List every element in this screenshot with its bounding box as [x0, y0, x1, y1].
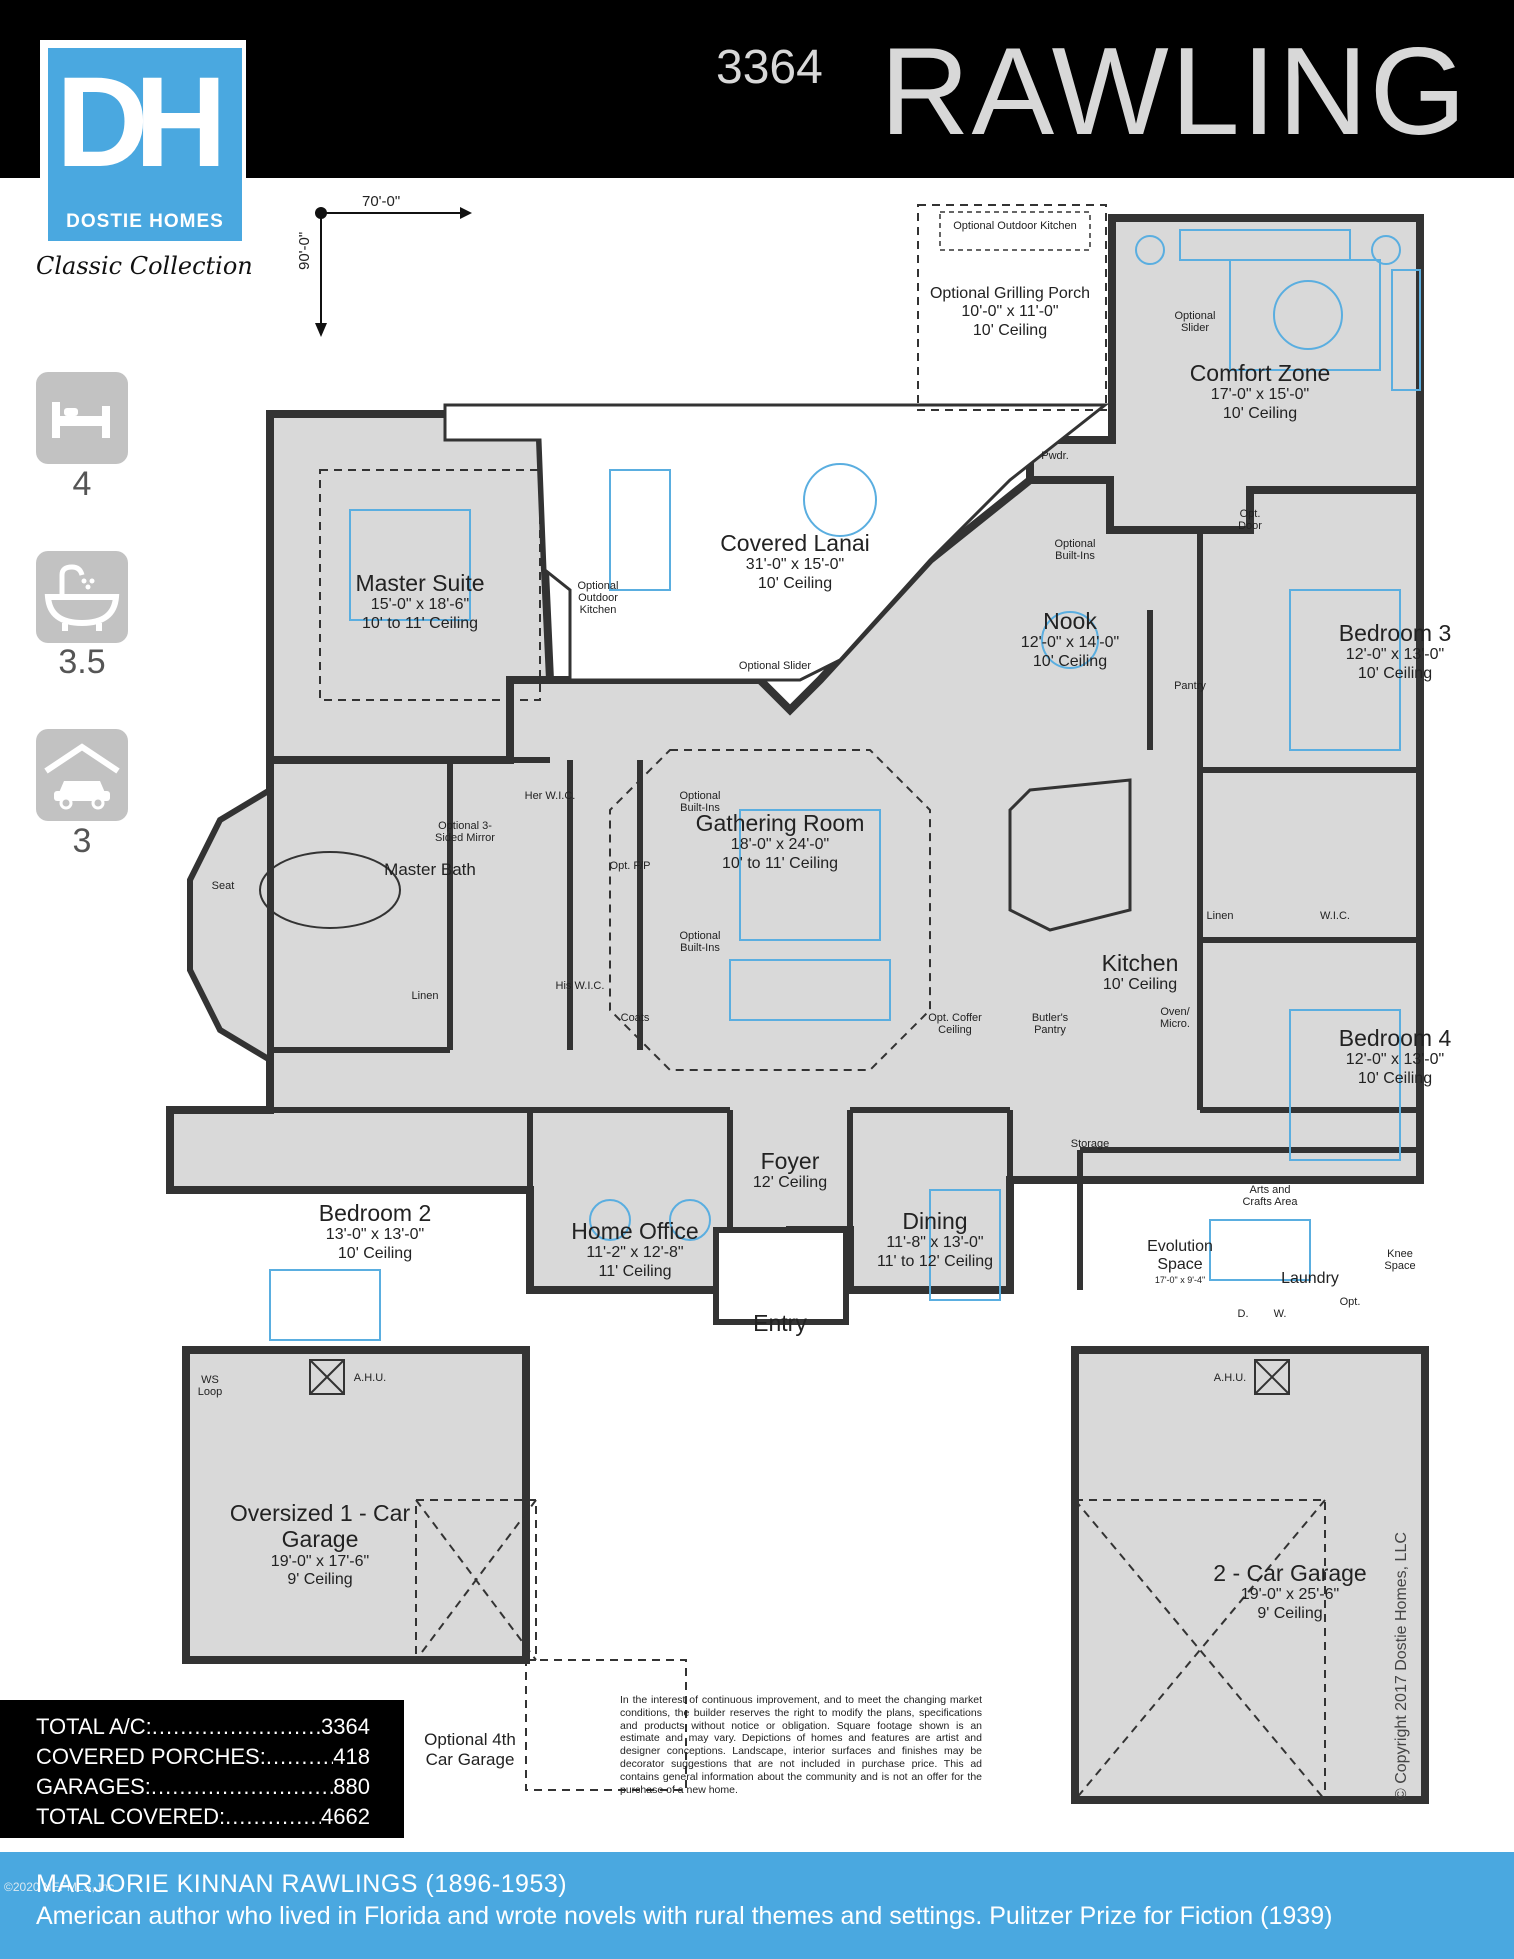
room-evolution-space: Evolution Space 17'-0" x 9'-4" — [1147, 1238, 1213, 1285]
optional-4th-garage-label: Optional 4th Car Garage — [424, 1730, 516, 1770]
label-seat: Seat — [211, 880, 235, 892]
label-optional-slider-right: Optional Slider — [1174, 310, 1216, 335]
label-dryer: D. — [1237, 1308, 1249, 1320]
label-optional-slider: Optional Slider — [738, 660, 812, 672]
label-ahu-right: A.H.U. — [1213, 1372, 1247, 1384]
label-built-ins-nook: Optional Built-Ins — [1054, 538, 1096, 563]
label-pantry: Pantry — [1174, 680, 1206, 692]
label-built-ins-1: Optional Built-Ins — [679, 790, 721, 815]
logo-brand-name: DOSTIE HOMES — [66, 211, 224, 232]
total-covered-row: TOTAL COVERED: 4662 — [36, 1802, 370, 1832]
room-master-suite: Master Suite 15'-0" x 18'-6" 10' to 11' … — [355, 570, 485, 632]
label-built-ins-2: Optional Built-Ins — [679, 930, 721, 955]
room-comfort-zone: Comfort Zone 17'-0" x 15'-0" 10' Ceiling — [1189, 360, 1331, 422]
brand-logo: DH DOSTIE HOMES — [40, 40, 246, 245]
bedroom-count: 4 — [72, 465, 92, 503]
mls-watermark: ©2020 NEFMLS, Inc. — [4, 1880, 118, 1894]
collection-name: Classic Collection — [36, 252, 253, 280]
width-dimension: 70'-0" — [362, 193, 401, 210]
garages-row: GARAGES: 880 — [36, 1772, 370, 1802]
label-opt-fp: Opt. F/P — [609, 860, 651, 872]
label-outdoor-kitchen-lanai: Optional Outdoor Kitchen — [577, 580, 619, 617]
covered-porches-row: COVERED PORCHES: 418 — [36, 1742, 370, 1772]
label-pwdr: Pwdr. — [1041, 450, 1069, 462]
page-header: 3364 RAWLING — [0, 0, 1514, 178]
label-knee-space: Knee Space — [1384, 1248, 1416, 1273]
room-bedroom-2: Bedroom 2 13'-0" x 13'-0" 10' Ceiling — [318, 1200, 432, 1262]
room-garage-1: Oversized 1 - Car Garage 19'-0" x 17'-6"… — [229, 1500, 411, 1589]
room-laundry: Laundry — [1281, 1270, 1339, 1287]
room-garage-2: 2 - Car Garage 19'-0" x 25'-6" 9' Ceilin… — [1213, 1560, 1367, 1622]
plan-number: 3364 — [716, 41, 823, 94]
label-arts-crafts: Arts and Crafts Area — [1242, 1184, 1298, 1209]
total-ac-row: TOTAL A/C: 3364 — [36, 1712, 370, 1742]
label-coats: Coats — [620, 1012, 650, 1024]
label-outdoor-kitchen-top: Optional Outdoor Kitchen — [953, 220, 1077, 232]
room-master-bath: Master Bath — [384, 860, 476, 879]
room-dining: Dining 11'-8" x 13'-0" 11' to 12' Ceilin… — [876, 1208, 994, 1270]
disclaimer-text: In the interest of continuous improvemen… — [620, 1694, 982, 1796]
room-gathering: Gathering Room 18'-0" x 24'-0" 10' to 11… — [695, 810, 865, 872]
label-washer: W. — [1273, 1308, 1287, 1320]
footer-namesake: MARJORIE KINNAN RAWLINGS (1896-1953) — [36, 1870, 568, 1898]
room-home-office: Home Office 11'-2" x 12'-8" 11' Ceiling — [571, 1218, 699, 1280]
label-ahu-left: A.H.U. — [353, 1372, 387, 1384]
room-kitchen: Kitchen 10' Ceiling — [1101, 950, 1179, 994]
floor-plan: Comfort Zone 17'-0" x 15'-0" 10' Ceiling… — [150, 190, 1451, 1850]
label-her-wic: Her W.I.C. — [524, 790, 576, 802]
label-oven-micro: Oven/ Micro. — [1160, 1006, 1190, 1031]
label-opt-door: Opt. Door — [1238, 508, 1262, 533]
label-coffer-ceiling: Opt. Coffer Ceiling — [928, 1012, 982, 1037]
label-wic-bedroom: W.I.C. — [1320, 910, 1350, 922]
room-bedroom-3: Bedroom 3 12'-0" x 13'-0" 10' Ceiling — [1338, 620, 1452, 682]
footer-description: American author who lived in Florida and… — [36, 1902, 1333, 1930]
label-three-sided-mirror: Optional 3-Sided Mirror — [435, 820, 495, 845]
room-bedroom-4: Bedroom 4 12'-0" x 13'-0" 10' Ceiling — [1338, 1025, 1452, 1087]
room-grilling-porch: Optional Grilling Porch 10'-0" x 11'-0" … — [929, 285, 1091, 339]
label-linen-bath: Linen — [411, 990, 439, 1002]
label-butlers-pantry: Butler's Pantry — [1031, 1012, 1069, 1037]
bathroom-count: 3.5 — [58, 643, 106, 681]
garage-count: 3 — [72, 822, 92, 860]
label-his-wic: His W.I.C. — [555, 980, 605, 992]
logo-panel: DH DOSTIE HOMES — [48, 48, 242, 241]
page-footer: ©2020 NEFMLS, Inc. MARJORIE KINNAN RAWLI… — [0, 1852, 1514, 1959]
bathtub-icon — [36, 551, 128, 643]
logo-letters: DH — [56, 51, 227, 194]
label-opt-sink: Opt. — [1339, 1296, 1361, 1308]
totals-panel: TOTAL A/C: 3364 COVERED PORCHES: 418 GAR… — [0, 1700, 404, 1838]
copyright-text: © Copyright 2017 Dostie Homes, LLC — [1393, 1532, 1410, 1800]
floor-plan-drawing — [166, 204, 1429, 1804]
room-nook: Nook 12'-0" x 14'-0" 10' Ceiling — [1020, 608, 1120, 670]
room-entry: Entry — [753, 1310, 807, 1336]
plan-name: RAWLING — [880, 23, 1469, 161]
room-foyer: Foyer 12' Ceiling — [752, 1148, 828, 1192]
label-ws-loop: WS Loop — [197, 1374, 223, 1399]
dimension-arrows — [315, 207, 472, 337]
label-storage: Storage — [1070, 1138, 1110, 1150]
room-covered-lanai: Covered Lanai 31'-0" x 15'-0" 10' Ceilin… — [720, 530, 870, 592]
car-garage-icon — [36, 729, 128, 821]
bed-icon — [36, 372, 128, 464]
label-linen-hall: Linen — [1206, 910, 1234, 922]
